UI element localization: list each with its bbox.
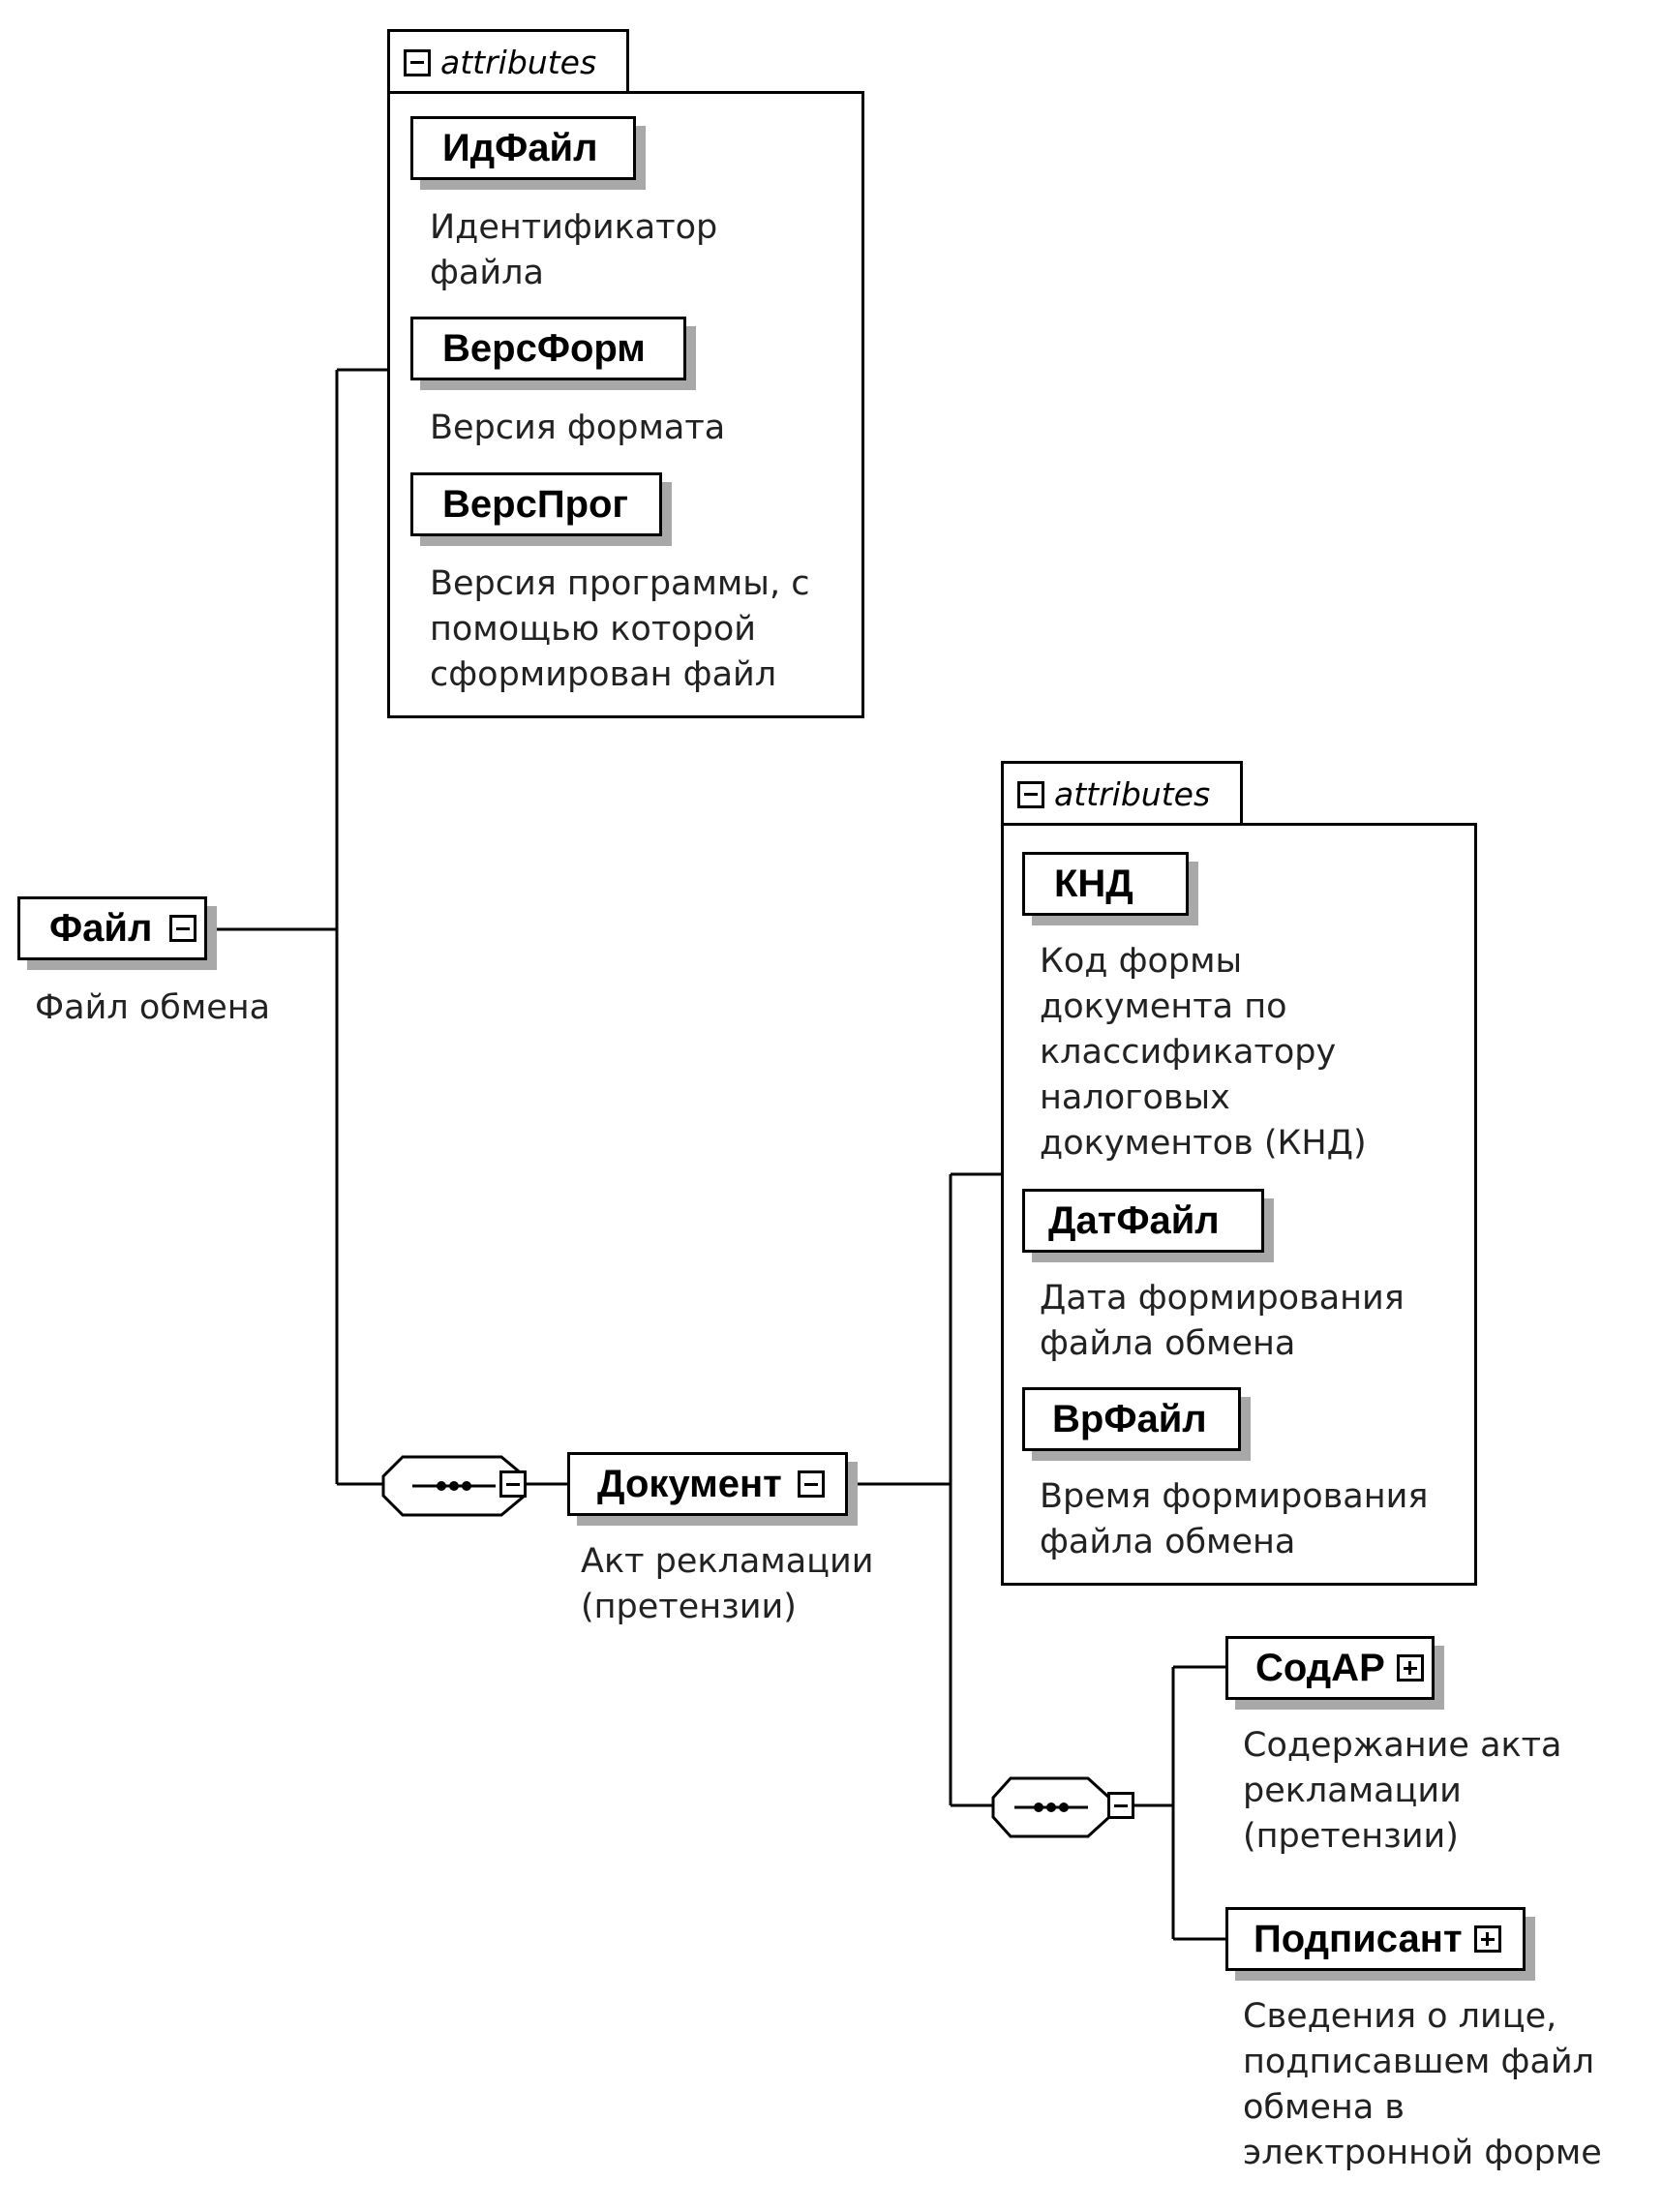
attribute-description: Версия программы, с помощью которой сфор… [430,564,810,694]
element-description: Сведения о лице, подписавшем файл обмена… [1243,1997,1602,2172]
attributes-tab[interactable]: attributes [387,29,629,93]
minus-box-icon[interactable] [169,915,197,942]
element-fajl[interactable]: Файл [17,896,207,960]
attribute-versform[interactable]: ВерсФорм [410,317,686,380]
element-description: Акт рекламации (претензии) [581,1542,874,1626]
plus-box-icon[interactable] [1473,1925,1501,1953]
attribute-name: ВерсПрог [442,482,629,526]
attributes-label: attributes [440,44,597,81]
attribute-description: Идентификатор файла [430,208,718,292]
attribute-datfajl[interactable]: ДатФайл [1022,1189,1264,1253]
attribute-description: Версия формата [430,409,726,447]
element-name: СодАР [1255,1646,1385,1689]
attribute-knd[interactable]: КНД [1022,852,1189,916]
attribute-versprog[interactable]: ВерсПрог [410,472,662,536]
attributes-label: attributes [1054,775,1211,813]
element-sodar[interactable]: СодАР [1225,1636,1435,1700]
sequence-icon[interactable] [991,1776,1111,1838]
element-description: Файл обмена [35,988,271,1027]
sequence-icon[interactable] [381,1455,527,1517]
attribute-name: ИдФайл [442,126,598,169]
attribute-description: Время формирования файла обмена [1040,1477,1429,1561]
attribute-idfajl[interactable]: ИдФайл [410,116,636,180]
element-description: Содержание акта рекламации (претензии) [1243,1726,1562,1856]
element-dokument[interactable]: Документ [567,1452,848,1516]
element-podpisant[interactable]: Подписант [1225,1907,1526,1971]
minus-box-icon[interactable] [1017,780,1044,808]
element-name: Файл [49,906,153,950]
minus-box-icon[interactable] [404,48,431,76]
minus-box-icon[interactable] [499,1470,527,1498]
attribute-name: ДатФайл [1048,1198,1220,1242]
attributes-panel [387,91,864,718]
attribute-name: ВерсФорм [442,326,646,370]
attributes-tab[interactable]: attributes [1001,761,1243,825]
minus-box-icon[interactable] [797,1470,825,1498]
element-name: Подписант [1254,1917,1463,1960]
attribute-description: Дата формирования файла обмена [1040,1279,1405,1363]
attribute-vrfajl[interactable]: ВрФайл [1022,1387,1241,1451]
element-name: Документ [597,1462,782,1505]
minus-box-icon[interactable] [1107,1792,1134,1819]
plus-box-icon[interactable] [1396,1654,1424,1682]
attribute-name: ВрФайл [1052,1397,1207,1440]
attribute-description: Код формы документа по классификатору на… [1040,942,1367,1163]
attribute-name: КНД [1054,862,1133,905]
